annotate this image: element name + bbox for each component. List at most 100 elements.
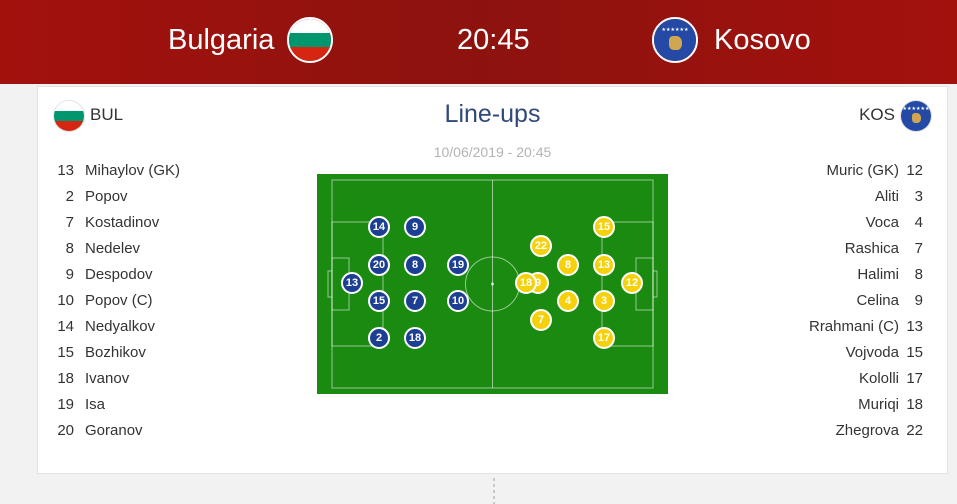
player-name: Muriqi (858, 396, 899, 413)
player-number: 15 (906, 344, 923, 361)
kosovo-flag-icon: ★★★★★★ (900, 100, 932, 132)
list-item: Celina 9 (809, 289, 923, 315)
player-number: 12 (906, 162, 923, 179)
player-name: Rashica (844, 240, 899, 257)
lineups-card: BUL Line-ups 10/06/2019 - 20:45 KOS ★★★★… (37, 86, 948, 474)
player-name: Rrahmani (C) (808, 318, 899, 335)
home-player-marker: 8 (404, 254, 426, 276)
kosovo-flag-icon: ★★★★★★ (652, 17, 698, 63)
player-name: Ivanov (85, 370, 130, 387)
home-player-list: 13 Mihaylov (GK) 2 Popov 7 Kostadinov 8 Nede… (54, 159, 180, 445)
player-number: 17 (906, 370, 923, 387)
player-name: Vojvoda (845, 344, 899, 361)
player-name: Bozhikov (85, 344, 146, 361)
match-header: Bulgaria 20:45 ★★★★★★ Kosovo (0, 0, 957, 84)
home-player-marker: 7 (404, 290, 426, 312)
away-player-marker: 22 (530, 235, 552, 257)
player-name: Nedelev (85, 240, 141, 257)
list-item: Zhegrova 22 (809, 419, 923, 445)
player-name: Popov (85, 188, 128, 205)
away-player-marker: 15 (593, 216, 615, 238)
list-item: Aliti 3 (809, 185, 923, 211)
player-number: 13 (57, 162, 74, 179)
list-item: 9 Despodov (54, 263, 180, 289)
away-team-abbr: KOS (859, 105, 895, 124)
player-name: Isa (85, 396, 106, 413)
list-item: 8 Nedelev (54, 237, 180, 263)
list-item: 13 Mihaylov (GK) (54, 159, 180, 185)
player-name: Popov (C) (85, 292, 153, 309)
list-item: 18 Ivanov (54, 367, 180, 393)
player-name: Aliti (874, 188, 899, 205)
pitch-markings (327, 179, 658, 389)
player-number: 8 (914, 266, 923, 283)
home-player-marker: 15 (368, 290, 390, 312)
player-number: 7 (914, 240, 923, 257)
bulgaria-flag-icon (287, 17, 333, 63)
away-player-marker: 3 (593, 290, 615, 312)
player-number: 18 (57, 370, 74, 387)
list-item: Muriqi 18 (809, 393, 923, 419)
player-number: 14 (57, 318, 74, 335)
match-date: 10/06/2019 - 20:45 (433, 144, 552, 160)
home-player-marker: 20 (368, 254, 390, 276)
player-number: 18 (906, 396, 923, 413)
away-player-marker: 17 (593, 327, 615, 349)
list-item: 7 Kostadinov (54, 211, 180, 237)
home-player-marker: 13 (341, 272, 363, 294)
player-name: Kololli (858, 370, 899, 387)
player-number: 3 (914, 188, 923, 205)
home-team-name: Bulgaria (168, 24, 275, 56)
away-player-marker: 4 (557, 290, 579, 312)
player-number: 9 (914, 292, 923, 309)
bulgaria-flag-icon (53, 100, 85, 132)
player-number: 8 (65, 240, 74, 257)
divider (493, 478, 495, 504)
player-number: 20 (57, 422, 74, 439)
list-item: Halimi 8 (809, 263, 923, 289)
player-name: Muric (GK) (826, 162, 900, 179)
list-item: Muric (GK) 12 (809, 159, 924, 185)
home-player-marker: 19 (447, 254, 469, 276)
list-item: Voca 4 (809, 211, 923, 237)
player-name: Despodov (85, 266, 153, 283)
home-player-marker: 10 (447, 290, 469, 312)
list-item: Kololli 17 (809, 367, 923, 393)
player-name: Kostadinov (85, 214, 160, 231)
player-number: 9 (65, 266, 74, 283)
player-number: 15 (57, 344, 74, 361)
player-name: Halimi (857, 266, 899, 283)
player-name: Mihaylov (GK) (85, 162, 181, 179)
list-item: Rashica 7 (809, 237, 923, 263)
player-number: 10 (57, 292, 74, 309)
player-name: Voca (865, 214, 899, 231)
lineups-title: Line-ups (444, 100, 541, 128)
match-time: 20:45 (457, 24, 530, 56)
home-player-marker: 2 (368, 327, 390, 349)
home-player-marker: 18 (404, 327, 426, 349)
player-name: Celina (856, 292, 899, 309)
away-player-marker: 18 (515, 272, 537, 294)
away-team-name: Kosovo (714, 24, 811, 56)
player-number: 4 (914, 214, 923, 231)
away-player-marker: 13 (593, 254, 615, 276)
away-player-marker: 8 (557, 254, 579, 276)
player-name: Nedyalkov (85, 318, 156, 335)
home-player-marker: 14 (368, 216, 390, 238)
away-player-list: Muric (GK) 12 Aliti 3 Voca 4 Rashica 7 Halim… (809, 159, 923, 445)
list-item: 14 Nedyalkov (54, 315, 180, 341)
home-player-marker: 9 (404, 216, 426, 238)
list-item: Rrahmani (C) 13 (809, 315, 923, 341)
list-item: 2 Popov (54, 185, 180, 211)
away-player-marker: 7 (530, 309, 552, 331)
list-item: Vojvoda 15 (809, 341, 923, 367)
player-number: 13 (906, 318, 923, 335)
player-number: 7 (65, 214, 74, 231)
list-item: 15 Bozhikov (54, 341, 180, 367)
list-item: 10 Popov (C) (54, 289, 180, 315)
player-name: Zhegrova (835, 422, 899, 439)
player-number: 22 (906, 422, 923, 439)
player-number: 2 (65, 188, 74, 205)
